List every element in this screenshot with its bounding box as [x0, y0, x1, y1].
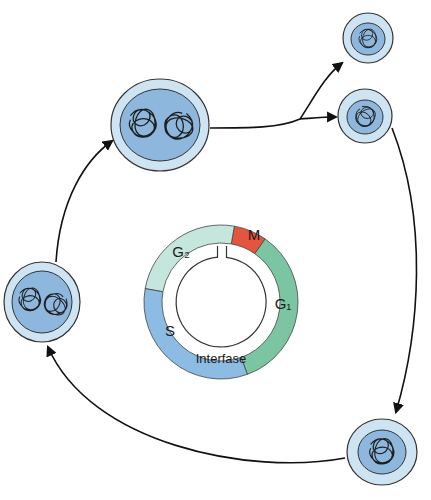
- phase-label: G₁: [275, 295, 292, 312]
- phase-label: S: [165, 322, 175, 339]
- g2-cell: [4, 262, 80, 342]
- mitotic-cell: [111, 79, 209, 171]
- daughter-cell: [343, 13, 393, 63]
- daughter-cell: [338, 89, 392, 143]
- phase-label: G₂: [172, 243, 190, 260]
- cycle-arrow: [48, 63, 417, 463]
- interphase-ring: [169, 246, 273, 354]
- phase-arc-shape: [241, 239, 298, 374]
- phase-arc-shape: [145, 225, 234, 292]
- phase-arc-shape: [144, 289, 247, 379]
- ring-label: Interfase: [196, 351, 247, 366]
- g1-cell: [347, 419, 417, 485]
- phase-label: M: [248, 226, 261, 243]
